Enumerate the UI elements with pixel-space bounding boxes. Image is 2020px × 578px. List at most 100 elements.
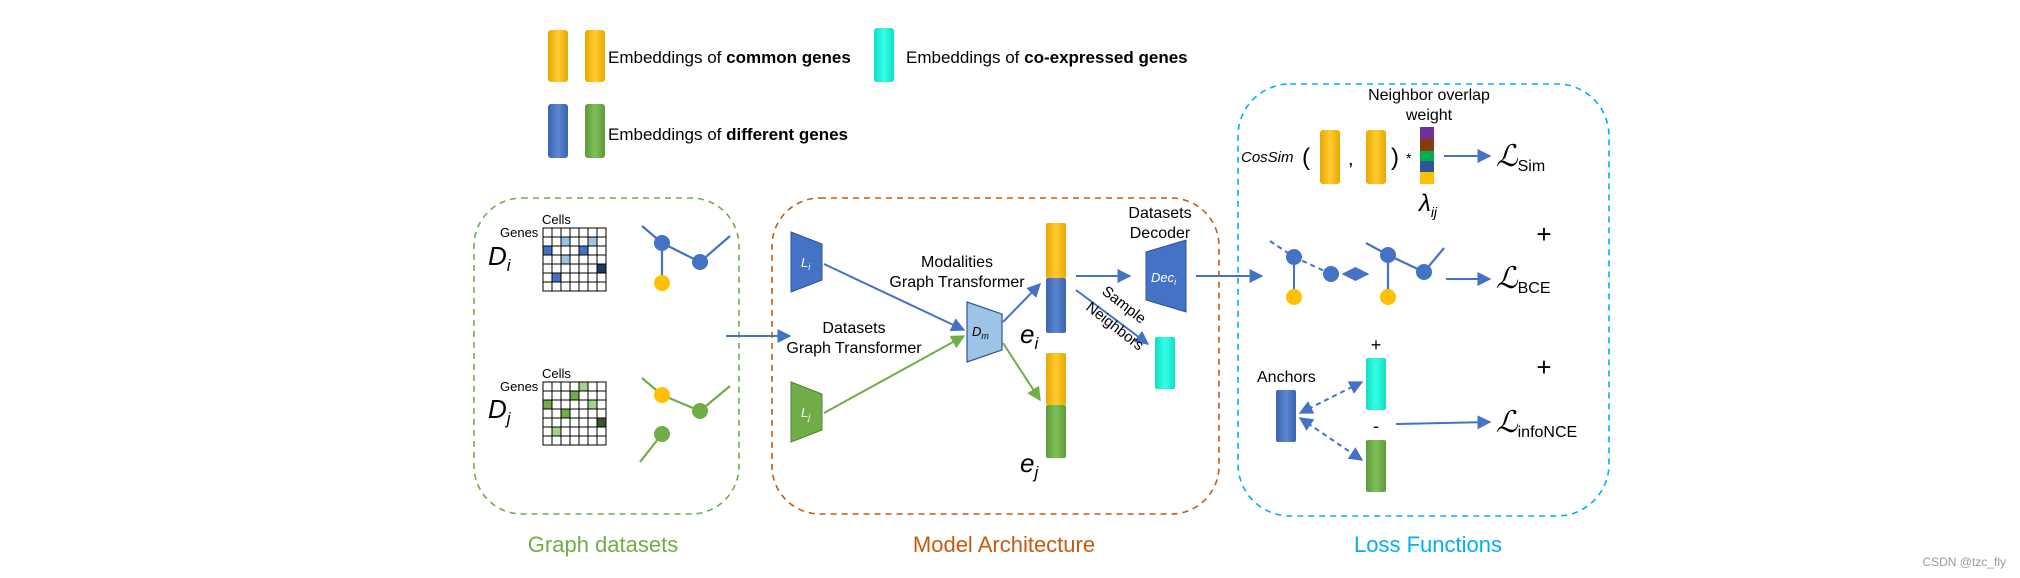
cells-label-j: Cells: [542, 366, 571, 381]
genes-label-i: Genes: [500, 225, 539, 240]
negative-sign: -: [1373, 416, 1379, 436]
watermark: CSDN @tzc_fly: [1922, 555, 2006, 569]
matrix-cell: [596, 381, 607, 392]
datasets-decoder-label-1: Datasets: [1128, 205, 1191, 222]
matrix-cell: [542, 399, 553, 410]
matrix-cell: [596, 254, 607, 265]
paren-close: ): [1391, 144, 1399, 171]
legend-diff-label: Embeddings of different genes: [608, 125, 848, 144]
matrix-cell: [578, 254, 589, 265]
matrix-cell: [560, 381, 571, 392]
graph-node: [692, 403, 708, 419]
matrix-cell: [596, 399, 607, 410]
matrix-cell: [542, 281, 553, 292]
embedding-ej-label: ej: [1020, 448, 1039, 482]
datasets-transformer-label-1: Datasets: [822, 320, 885, 337]
arrow-dm-to-ei: [1002, 282, 1041, 323]
matrix-cell: [578, 227, 589, 238]
graph-node: [1380, 247, 1396, 263]
matrix-cell: [569, 254, 580, 265]
negative-embedding: [1366, 440, 1386, 492]
loss-bce: ℒBCE: [1496, 262, 1551, 297]
matrix-cell: [578, 281, 589, 292]
graph-node: [692, 254, 708, 270]
matrix-cell: [569, 408, 580, 419]
sim-embedding-1: [1320, 130, 1340, 184]
matrix-cell: [542, 245, 553, 256]
matrix-cell: [542, 227, 553, 238]
anchor-positive-arrow: [1298, 381, 1364, 414]
matrix-cell: [578, 245, 589, 256]
dataset-j-label: Dj: [488, 394, 512, 428]
legend-diff-swatch-2: [585, 104, 605, 158]
matrix-cell: [569, 272, 580, 283]
matrix-cell: [560, 263, 571, 274]
panel-title-model-architecture: Model Architecture: [913, 532, 1095, 557]
legend-diff-swatch-1: [548, 104, 568, 158]
matrix-cell: [542, 381, 553, 392]
bce-graph-left: [1269, 240, 1339, 305]
encoder-li: [790, 231, 823, 293]
matrix-cell: [560, 281, 571, 292]
matrix-cell: [551, 272, 562, 283]
panel-title-graph-datasets: Graph datasets: [528, 532, 678, 557]
cells-label-i: Cells: [542, 212, 571, 227]
matrix-cell: [560, 272, 571, 283]
matrix-cell: [587, 272, 598, 283]
matrix-cell: [551, 390, 562, 401]
matrix-cell: [578, 272, 589, 283]
legend-coexp-swatch: [874, 28, 894, 82]
panel-title-loss-functions: Loss Functions: [1354, 532, 1502, 557]
matrix-cell: [560, 417, 571, 428]
matrix-cell: [542, 435, 553, 446]
model-architecture-frame: [771, 197, 1220, 515]
matrix-cell: [578, 417, 589, 428]
legend-common-swatch-1: [548, 30, 568, 82]
matrix-cell: [569, 399, 580, 410]
matrix-cell: [542, 236, 553, 247]
loss-infonce: ℒinfoNCE: [1496, 406, 1577, 441]
matrix-cell: [596, 390, 607, 401]
matrix-cell: [587, 263, 598, 274]
matrix-cell: [542, 408, 553, 419]
matrix-cell: [596, 227, 607, 238]
legend: Embeddings of common genes Embeddings of…: [548, 28, 1188, 158]
embedding-ej-different: [1046, 405, 1066, 458]
matrix-cell: [569, 435, 580, 446]
loss-functions-panel: Loss Functions Neighbor overlap weight C…: [1237, 83, 1610, 557]
lambda-ij: λij: [1417, 190, 1438, 220]
anchors-label: Anchors: [1257, 369, 1316, 386]
matrix-cell: [596, 417, 607, 428]
matrix-cell: [587, 281, 598, 292]
modalities-transformer-label-2: Graph Transformer: [889, 274, 1025, 291]
matrix-cell: [578, 399, 589, 410]
matrix-cell: [587, 435, 598, 446]
neighbor-overlap-label-2: weight: [1405, 107, 1453, 124]
decoder-dm-label: Dm: [972, 324, 989, 341]
matrix-cell: [578, 236, 589, 247]
matrix-cell: [596, 435, 607, 446]
plus-sign-1: +: [1536, 219, 1551, 249]
bce-graph-right: [1365, 242, 1445, 305]
matrix-cell: [587, 381, 598, 392]
legend-common-swatch-2: [585, 30, 605, 82]
gene-graph-j: [639, 377, 731, 463]
matrix-cell: [551, 254, 562, 265]
matrix-cell: [551, 381, 562, 392]
arrow-to-loss-infonce: [1395, 415, 1492, 430]
loss-functions-frame: [1237, 83, 1610, 517]
matrix-cell: [578, 435, 589, 446]
cossim-label: CosSim: [1241, 149, 1294, 166]
matrix-cell: [569, 381, 580, 392]
matrix-cell: [596, 272, 607, 283]
matrix-cell: [551, 227, 562, 238]
matrix-cell: [587, 227, 598, 238]
matrix-cell: [560, 245, 571, 256]
dataset-i-label: Di: [488, 241, 512, 275]
sampled-coexpressed-embedding: [1155, 337, 1175, 389]
arrow-sample-neighbors: [1075, 289, 1150, 345]
matrix-cell: [560, 390, 571, 401]
matrix-cell: [560, 227, 571, 238]
matrix-cell: [560, 254, 571, 265]
